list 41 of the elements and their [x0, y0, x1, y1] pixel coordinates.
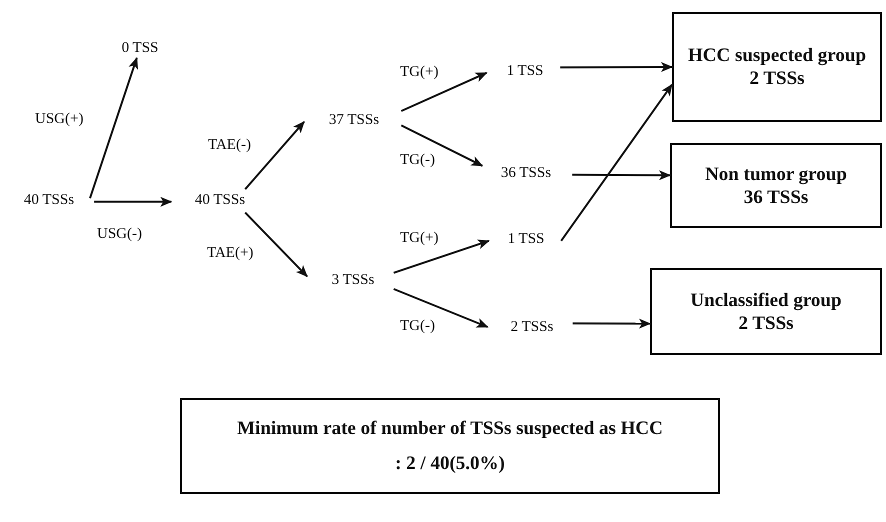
- arrow: [89, 56, 138, 199]
- group-box: [670, 143, 882, 228]
- count-label: 0 TSS: [108, 39, 172, 57]
- arrow: [572, 170, 671, 180]
- group-box: [672, 12, 882, 122]
- count-label: 1 TSS: [494, 230, 558, 248]
- summary-box: [180, 398, 720, 494]
- box-text: 36 TSSs: [744, 186, 808, 208]
- count-label: 36 TSSs: [484, 164, 568, 182]
- arrow: [572, 318, 651, 329]
- box-text: 2 TSSs: [749, 67, 805, 90]
- box-text: HCC suspected group: [688, 44, 866, 67]
- arrow: [94, 196, 172, 207]
- edge-label: USG(-): [97, 225, 142, 243]
- count-label: 40 TSSs: [8, 191, 90, 209]
- arrow: [393, 240, 490, 274]
- box-text: Minimum rate of number of TSSs suspected as HCC: [237, 417, 663, 440]
- edge-label: TAE(-): [208, 136, 251, 154]
- arrow: [244, 121, 305, 190]
- arrow: [393, 288, 489, 328]
- box-text: 2 TSSs: [738, 312, 794, 334]
- edge-label: TG(+): [400, 63, 438, 81]
- arrow: [400, 72, 488, 112]
- box-text: : 2 / 40(5.0%): [395, 452, 505, 475]
- count-label: 40 TSSs: [178, 191, 262, 209]
- arrow: [244, 212, 308, 278]
- edge-label: TG(+): [400, 229, 438, 247]
- count-label: 37 TSSs: [311, 111, 397, 129]
- box-text: Unclassified group: [690, 288, 842, 312]
- edge-label: TAE(+): [207, 244, 254, 262]
- group-box: [650, 268, 882, 355]
- edge-label: TG(-): [400, 151, 435, 169]
- count-label: 2 TSSs: [495, 318, 569, 336]
- count-label: 3 TSSs: [316, 271, 390, 289]
- edge-label: USG(+): [35, 110, 84, 128]
- count-label: 1 TSS: [493, 62, 557, 80]
- arrow: [560, 62, 673, 72]
- arrow: [400, 124, 484, 167]
- arrow: [560, 84, 673, 242]
- edge-label: TG(-): [400, 317, 435, 335]
- box-text: Non tumor group: [705, 162, 847, 186]
